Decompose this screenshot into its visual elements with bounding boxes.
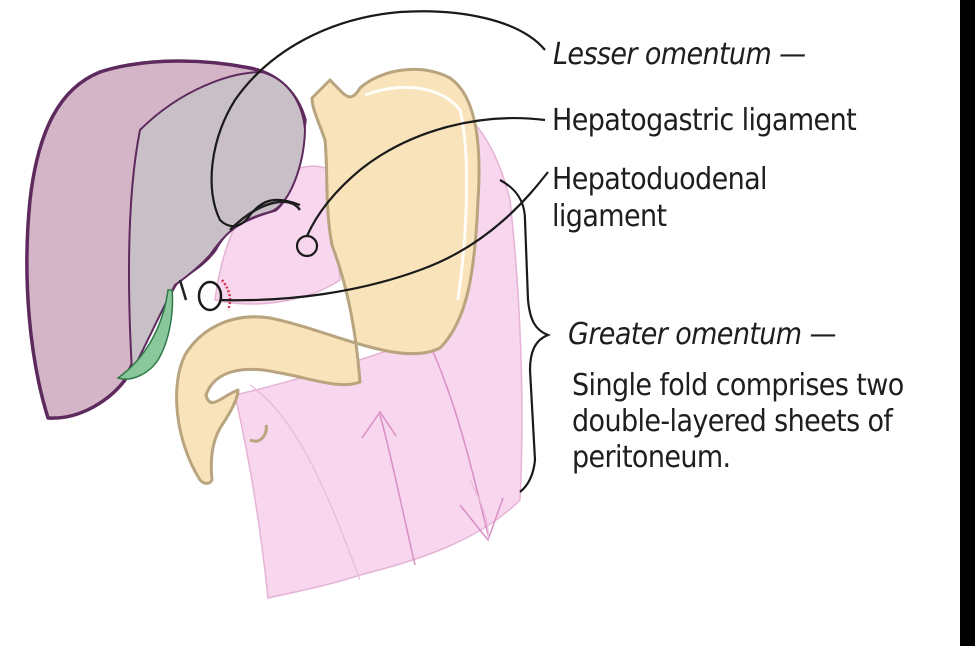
stomach-illustration (175, 67, 481, 485)
leader-hepatogastric (305, 117, 546, 237)
leader-lesser-omentum (210, 10, 546, 228)
label-hepatoduodenal-line1: Hepatoduodenal (552, 162, 768, 197)
hepatoduodenal-cut-edge (221, 279, 232, 311)
omentum-fold-line (249, 384, 489, 581)
leader-lines (210, 10, 552, 493)
greater-omentum-brace (499, 179, 552, 493)
stomach-body (175, 67, 481, 485)
gallbladder (116, 289, 174, 380)
omentum-fold-arrow-up (361, 410, 416, 566)
label-hepatogastric-ligament: Hepatogastric ligament (552, 103, 857, 138)
liver-illustration (25, 59, 307, 420)
right-edge-bar (960, 0, 975, 646)
label-lesser-omentum: Lesser omentum — (553, 37, 806, 72)
label-greater-omentum-description: Single fold comprises two double-layered… (572, 368, 904, 475)
stomach-highlight (364, 85, 469, 301)
liver-hilum-line (178, 200, 302, 301)
label-greater-omentum: Greater omentum — (568, 317, 836, 352)
duodenum-end (249, 424, 268, 443)
label-hepatoduodenal-line2: ligament (552, 199, 667, 234)
liver-right-lobe (128, 70, 307, 376)
hepatoduodenal-marker (197, 280, 223, 312)
